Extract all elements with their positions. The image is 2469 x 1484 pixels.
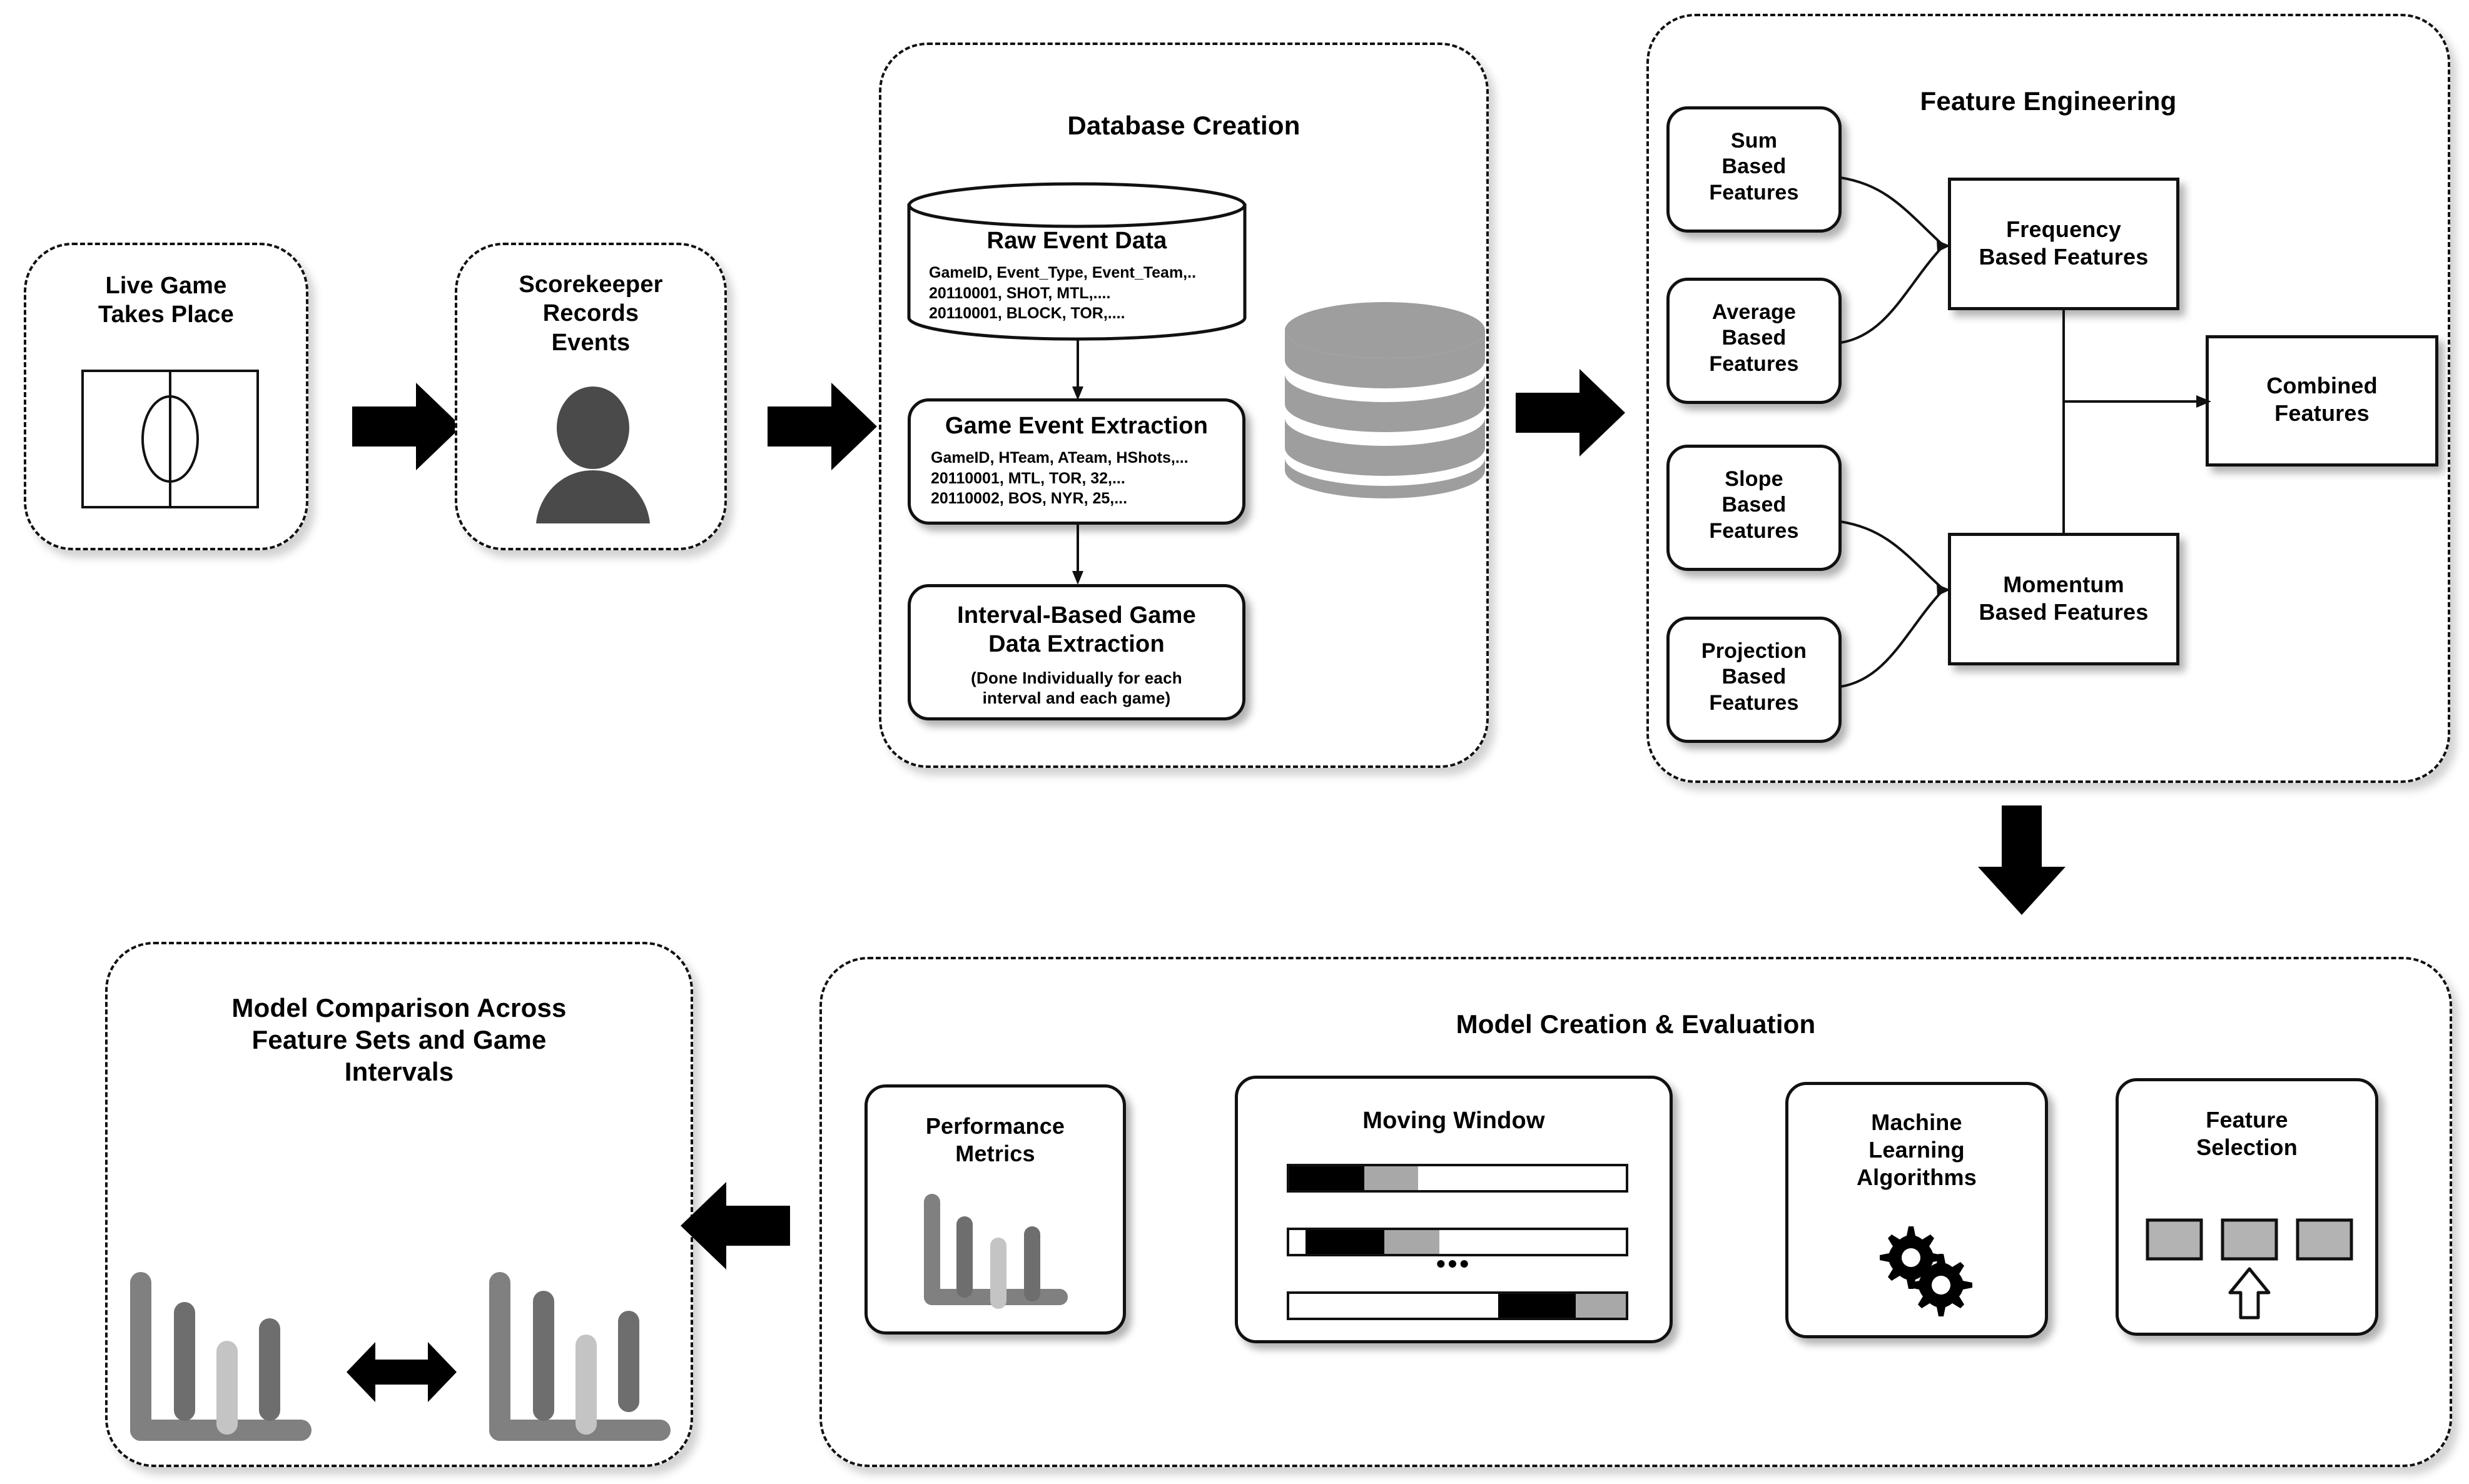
feature-select-icon — [2146, 1218, 2353, 1320]
arrow-live-to-scorekeeper — [352, 383, 462, 470]
game-event-extraction-title: Game Event Extraction — [945, 413, 1209, 439]
database-creation-title: Database Creation — [1067, 111, 1300, 140]
projection-based-features-label: Projection Based Features — [1701, 639, 1807, 715]
stage-live-game: Live Game Takes Place — [24, 243, 308, 550]
connector-gameevent-to-interval — [1072, 523, 1083, 585]
performance-metrics-title: Performance Metrics — [925, 1113, 1065, 1166]
bar-chart-icon-left — [130, 1272, 312, 1441]
connector-raw-to-gameevent — [1072, 339, 1083, 400]
interval-extraction-subtitle: (Done Individually for each interval and… — [971, 669, 1182, 707]
frequency-based-features-box: Frequency Based Features — [1948, 178, 2179, 310]
database-stack-icon — [1285, 302, 1485, 498]
average-based-features-label: Average Based Features — [1709, 300, 1799, 376]
momentum-based-features-label: Momentum Based Features — [1979, 572, 2149, 625]
double-arrow-icon — [347, 1342, 457, 1402]
arrow-features-to-models — [1978, 805, 2066, 915]
game-event-extraction-box: Game Event Extraction GameID, HTeam, ATe… — [908, 398, 1245, 525]
interval-extraction-title: Interval-Based Game Data Extraction — [957, 602, 1196, 658]
gee-row: GameID, HTeam, ATeam, HShots,... — [931, 449, 1189, 467]
connector-inputs-to-momentum — [1840, 520, 1950, 688]
combined-features-label: Combined Features — [2266, 373, 2378, 426]
hockey-rink-icon — [81, 370, 259, 508]
game-event-extraction-rows: GameID, HTeam, ATeam, HShots,... 2011000… — [911, 448, 1242, 509]
momentum-based-features-box: Momentum Based Features — [1948, 533, 2179, 665]
sum-based-features-label: Sum Based Features — [1709, 129, 1799, 204]
average-based-features-box: Average Based Features — [1666, 278, 1842, 404]
slope-based-features-label: Slope Based Features — [1709, 467, 1799, 543]
person-icon — [536, 386, 650, 523]
stage-feature-engineering: Feature Engineering Sum Based Features A… — [1646, 14, 2450, 783]
gears-icon — [1880, 1226, 1972, 1316]
bar-chart-icon-right — [489, 1272, 671, 1441]
combined-features-box: Combined Features — [2206, 335, 2438, 467]
moving-window-card: Moving Window ••• — [1235, 1076, 1673, 1343]
raw-row: GameID, Event_Type, Event_Team,.. — [929, 264, 1197, 281]
machine-learning-card: Machine Learning Algorithms — [1785, 1082, 2048, 1338]
live-game-title: Live Game Takes Place — [98, 273, 234, 328]
sum-based-features-box: Sum Based Features — [1666, 106, 1842, 233]
gee-row: 20110002, BOS, NYR, 25,... — [931, 490, 1128, 507]
stage-scorekeeper: Scorekeeper Records Events — [455, 243, 727, 550]
machine-learning-title: Machine Learning Algorithms — [1856, 1109, 1977, 1190]
stage-database-creation: Database Creation Raw Event Data GameID,… — [879, 43, 1489, 768]
moving-window-title: Moving Window — [1362, 1108, 1545, 1134]
raw-event-data-rows: GameID, Event_Type, Event_Team,.. 201100… — [906, 263, 1247, 324]
connector-inputs-to-frequency — [1840, 176, 1950, 344]
connector-to-combined-features — [2062, 309, 2211, 535]
gee-row: 20110001, MTL, TOR, 32,... — [931, 469, 1125, 487]
stage-model-comparison: Model Comparison Across Feature Sets and… — [105, 942, 693, 1467]
feature-selection-title: Feature Selection — [2196, 1107, 2298, 1160]
feature-engineering-title: Feature Engineering — [1920, 86, 2177, 116]
arrow-models-to-comparison — [681, 1182, 790, 1269]
raw-row: 20110001, BLOCK, TOR,.... — [929, 305, 1125, 322]
feature-selection-card: Feature Selection — [2116, 1078, 2378, 1336]
interval-extraction-box: Interval-Based Game Data Extraction (Don… — [908, 584, 1245, 720]
bar-chart-icon — [924, 1194, 1068, 1309]
performance-metrics-card: Performance Metrics — [864, 1084, 1126, 1335]
raw-row: 20110001, SHOT, MTL,.... — [929, 284, 1111, 302]
moving-window-ellipsis: ••• — [1436, 1249, 1472, 1278]
model-comparison-title: Model Comparison Across Feature Sets and… — [231, 993, 567, 1087]
scorekeeper-title: Scorekeeper Records Events — [519, 271, 663, 356]
slope-based-features-box: Slope Based Features — [1666, 445, 1842, 571]
arrow-database-to-features — [1516, 369, 1625, 457]
stage-model-creation: Model Creation & Evaluation Performance … — [819, 957, 2452, 1467]
raw-event-data-cylinder: Raw Event Data GameID, Event_Type, Event… — [906, 182, 1247, 341]
frequency-based-features-label: Frequency Based Features — [1979, 216, 2149, 270]
moving-window-bars-icon — [1287, 1164, 1628, 1320]
arrow-scorekeeper-to-database — [768, 383, 877, 470]
model-creation-title: Model Creation & Evaluation — [1456, 1009, 1816, 1039]
projection-based-features-box: Projection Based Features — [1666, 617, 1842, 743]
raw-event-data-title: Raw Event Data — [986, 228, 1167, 254]
